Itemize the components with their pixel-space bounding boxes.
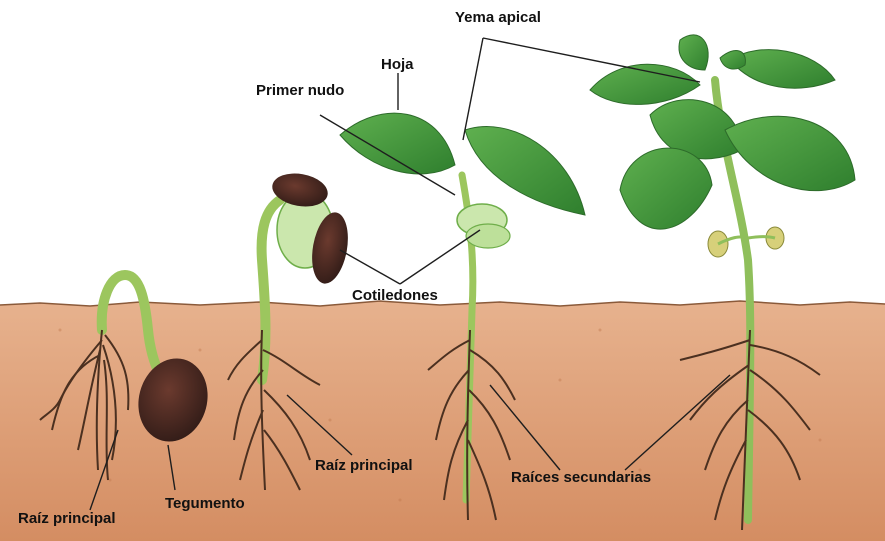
label-raiz-principal-1: Raíz principal <box>18 511 116 526</box>
label-primer-nudo: Primer nudo <box>256 83 344 98</box>
leader-cotiledones-2 <box>340 250 400 284</box>
label-tegumento: Tegumento <box>165 496 245 511</box>
label-raiz-principal-2: Raíz principal <box>315 458 413 473</box>
label-yema-apical: Yema apical <box>455 10 541 25</box>
leader-yema-apical-4 <box>483 38 700 82</box>
leaf-stage-3-left <box>340 113 455 174</box>
leader-cotiledones-3 <box>400 230 480 284</box>
label-cotiledones: Cotiledones <box>352 288 438 303</box>
label-hoja: Hoja <box>381 57 414 72</box>
leaf-stage-3-right <box>465 127 585 215</box>
label-raices-secundarias: Raíces secundarias <box>511 470 651 485</box>
leader-yema-apical-3 <box>463 38 483 140</box>
